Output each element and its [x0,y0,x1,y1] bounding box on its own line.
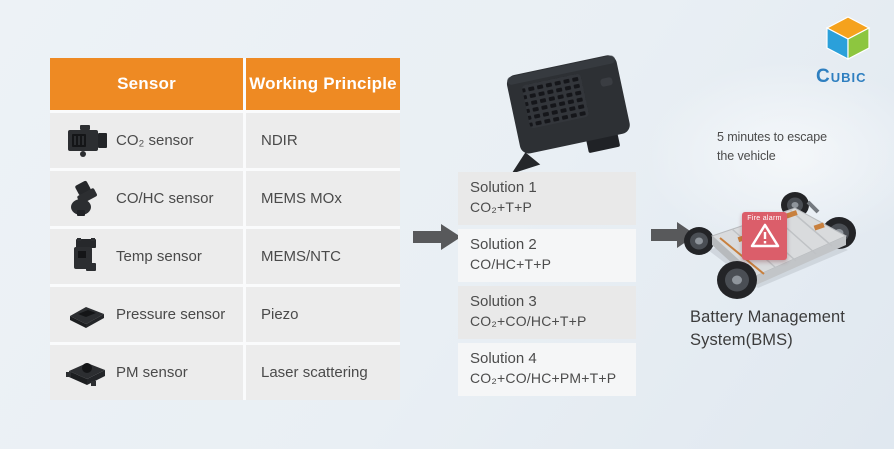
working-principle: MEMS MOx [246,171,400,226]
solution-formula: CO₂+CO/HC+T+P [470,313,587,329]
pm-sensor-icon [58,355,116,391]
solution-title: Solution 2 [470,236,537,253]
solution-title: Solution 4 [470,350,537,367]
logo-rest: UBIC [830,70,867,85]
solution-1: Solution 1 CO₂+T+P [458,172,636,225]
bms-label-line1: Battery Management [690,308,845,326]
working-principle: Piezo [246,287,400,342]
sensor-name: CO₂ sensor [116,132,194,149]
arrow-right-icon [413,224,461,250]
table-row: PM sensor [50,345,243,400]
solutions-list: Solution 1 CO₂+T+P Solution 2 CO/HC+T+P … [458,172,636,400]
table-row: Pressure sensor [50,287,243,342]
warning-triangle-icon [750,223,779,248]
working-principle: MEMS/NTC [246,229,400,284]
solution-2: Solution 2 CO/HC+T+P [458,229,636,282]
logo-text: CUBIC [816,66,888,88]
temp-sensor-icon [58,237,116,277]
fire-alarm-label: Fire alarm [747,215,782,222]
bms-label: Battery Management System(BMS) [690,306,845,352]
escape-note-line2: the vehicle [717,149,776,163]
solution-formula: CO₂+CO/HC+PM+T+P [470,370,617,386]
escape-note-line1: 5 minutes to escape [717,130,827,144]
solution-formula: CO/HC+T+P [470,256,552,272]
solution-formula: CO₂+T+P [470,199,533,215]
fire-alarm-badge: Fire alarm [742,212,787,260]
cubic-logo: CUBIC [816,16,888,88]
working-principle: Laser scattering [246,345,400,400]
pressure-sensor-icon [58,298,116,332]
sensor-name: PM sensor [116,364,188,381]
escape-note: 5 minutes to escape the vehicle [717,128,827,166]
table-row: CO₂ sensor [50,113,243,168]
table-header-sensor: Sensor [50,58,243,110]
working-principle: NDIR [246,113,400,168]
sensor-module-image [506,55,630,172]
cube-icon [825,16,871,60]
co-hc-sensor-icon [58,180,116,218]
solution-4: Solution 4 CO₂+CO/HC+PM+T+P [458,343,636,396]
logo-initial: C [816,66,831,87]
solution-title: Solution 1 [470,179,537,196]
solution-3: Solution 3 CO₂+CO/HC+T+P [458,286,636,339]
sensor-table: Sensor Working Principle CO₂ sensor NDIR [50,58,400,400]
sensor-name: Temp sensor [116,248,202,265]
table-row: Temp sensor [50,229,243,284]
table-header-working-principle: Working Principle [246,58,400,110]
sensor-name: CO/HC sensor [116,190,214,207]
bms-label-line2: System(BMS) [690,331,793,349]
table-row: CO/HC sensor [50,171,243,226]
sensor-name: Pressure sensor [116,306,226,323]
co2-sensor-icon [58,123,116,159]
solution-title: Solution 3 [470,293,537,310]
